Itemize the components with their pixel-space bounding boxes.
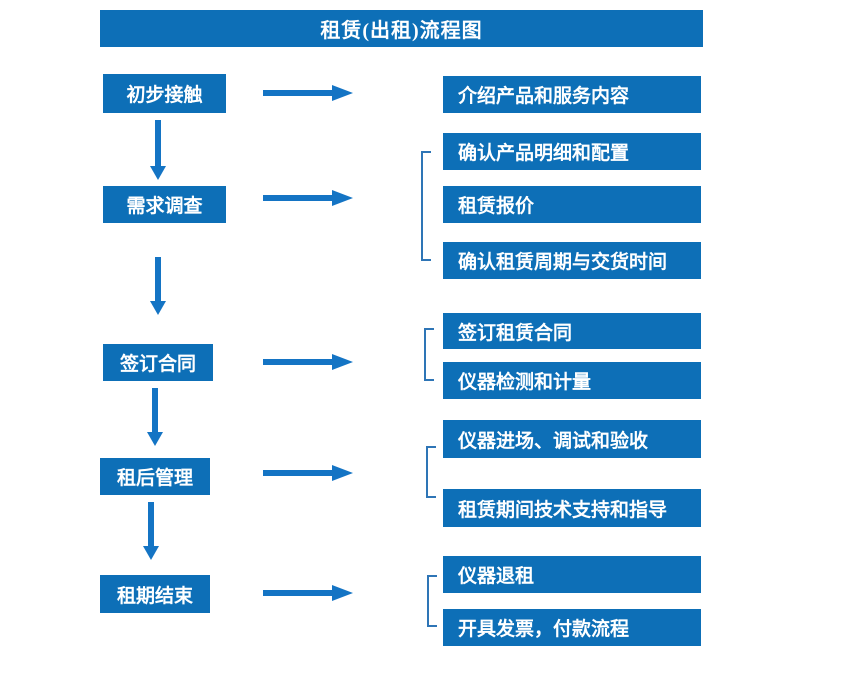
flowchart-title: 租赁(出租)流程图 [100, 10, 703, 47]
group-bracket [426, 446, 436, 498]
arrow-right-icon [263, 465, 353, 481]
output-box-sign-rental-contract: 签订租赁合同 [443, 313, 701, 349]
output-box-invoice-payment: 开具发票，付款流程 [443, 609, 701, 646]
group-bracket [427, 575, 437, 627]
arrow-right-icon [263, 354, 353, 370]
output-box-instrument-testing: 仪器检测和计量 [443, 362, 701, 399]
group-bracket [424, 328, 434, 381]
output-box-introduce-products: 介绍产品和服务内容 [443, 76, 701, 113]
output-box-technical-support: 租赁期间技术支持和指导 [443, 489, 701, 527]
arrow-right-icon [263, 85, 353, 101]
output-box-confirm-product-details: 确认产品明细和配置 [443, 133, 701, 170]
stage-box-lease-end: 租期结束 [100, 575, 210, 613]
output-box-instrument-return: 仪器退租 [443, 556, 701, 593]
arrow-down-icon [150, 120, 166, 180]
output-box-confirm-period-delivery: 确认租赁周期与交货时间 [443, 242, 701, 279]
stage-box-demand-survey: 需求调查 [103, 186, 226, 223]
arrow-down-icon [143, 502, 159, 560]
arrow-down-icon [147, 388, 163, 446]
group-bracket [421, 151, 431, 261]
stage-box-post-rental-management: 租后管理 [100, 458, 210, 495]
arrow-right-icon [263, 585, 353, 601]
output-box-rental-quotation: 租赁报价 [443, 186, 701, 223]
stage-box-initial-contact: 初步接触 [103, 74, 226, 113]
arrow-right-icon [263, 190, 353, 206]
arrow-down-icon [150, 257, 166, 315]
output-box-instrument-setup-acceptance: 仪器进场、调试和验收 [443, 420, 701, 458]
stage-box-sign-contract: 签订合同 [103, 344, 213, 381]
